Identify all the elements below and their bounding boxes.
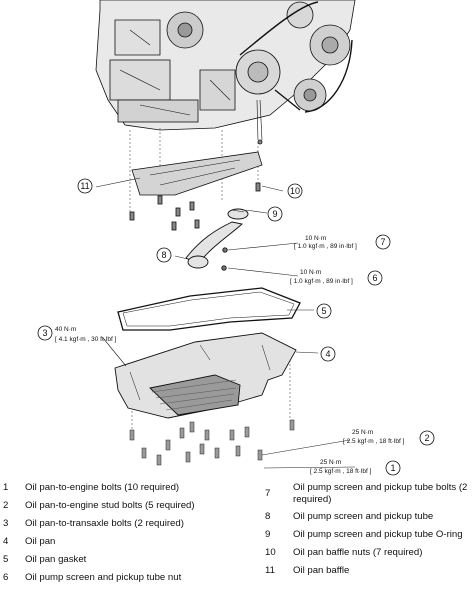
engine-block-illustration	[95, 0, 356, 145]
legend-item: 6 Oil pump screen and pickup tube nut	[3, 572, 182, 583]
callout-11: 11	[77, 178, 93, 194]
torque-1-alt: [ 2.5 kgf·m , 18 ft·lbf ]	[310, 468, 372, 475]
torque-1-value: 25 N·m	[320, 459, 341, 466]
legend-item: 5 Oil pan gasket	[3, 554, 87, 565]
legend-right-column: 7 Oil pump screen and pickup tube bolts …	[262, 482, 474, 583]
legend-item: 11 Oil pan baffle	[265, 565, 350, 576]
legend-item: 9 Oil pump screen and pickup tube O-ring	[265, 529, 463, 540]
callout-9: 9	[267, 206, 283, 222]
callout-10-label: 10	[290, 186, 300, 196]
callout-5: 5	[316, 303, 332, 319]
exploded-view-diagram: 11 10 9 8 7 6 5 4 3 2 1 10 N·m [	[37, 0, 435, 476]
legend-item: 10 Oil pan baffle nuts (7 required)	[265, 547, 423, 558]
torque-3-value: 40 N·m	[55, 326, 76, 333]
legend-item: 7 Oil pump screen and pickup tube bolts …	[265, 482, 468, 505]
callout-9-label: 9	[272, 209, 277, 219]
torque-6-value: 10 N·m	[300, 269, 321, 276]
legend-item: 2 Oil pan-to-engine stud bolts (5 requir…	[3, 500, 195, 511]
torque-3-alt: [ 4.1 kgf·m , 30 ft·lbf ]	[55, 336, 117, 343]
torque-spec-2: 25 N·m [ 2.5 kgf·m , 18 ft·lbf ]	[343, 429, 405, 445]
callout-11-label: 11	[80, 181, 89, 191]
oil-pan-baffle	[129, 151, 263, 231]
callout-1-label: 1	[390, 463, 395, 473]
callout-6: 6	[367, 270, 383, 286]
callout-4-label: 4	[325, 349, 330, 359]
callout-7: 7	[375, 234, 391, 250]
callout-2-label: 2	[424, 433, 429, 443]
callout-7-label: 7	[380, 237, 385, 247]
callout-8-label: 8	[161, 250, 166, 260]
legend-item: 4 Oil pan	[3, 536, 56, 547]
torque-2-value: 25 N·m	[352, 429, 373, 436]
oil-pan	[114, 332, 297, 419]
callout-3-label: 3	[42, 328, 47, 338]
callout-4: 4	[320, 346, 336, 362]
torque-6-alt: [ 1.0 kgf·m , 89 in·lbf ]	[290, 278, 353, 285]
legend-left-column: 1 Oil pan-to-engine bolts (10 required) …	[0, 482, 250, 590]
torque-2-alt: [ 2.5 kgf·m , 18 ft·lbf ]	[343, 438, 405, 445]
callout-1: 1	[385, 460, 401, 476]
torque-7-value: 10 N·m	[305, 235, 326, 242]
oil-pan-gasket	[117, 287, 301, 331]
legend-item: 1 Oil pan-to-engine bolts (10 required)	[3, 482, 180, 493]
callout-6-label: 6	[372, 273, 377, 283]
torque-spec-7: 10 N·m [ 1.0 kgf·m , 89 in·lbf ]	[294, 235, 357, 250]
parts-legend: 1 Oil pan-to-engine bolts (10 required) …	[0, 482, 474, 588]
torque-spec-6: 10 N·m [ 1.0 kgf·m , 89 in·lbf ]	[290, 269, 353, 285]
torque-spec-1: 25 N·m [ 2.5 kgf·m , 18 ft·lbf ]	[310, 459, 372, 475]
leader-lines	[95, 177, 356, 469]
callout-5-label: 5	[321, 306, 326, 316]
callout-3: 3	[37, 325, 53, 341]
callout-2: 2	[419, 430, 435, 446]
oil-pump-pickup-tube	[185, 208, 249, 271]
legend-item: 8 Oil pump screen and pickup tube	[265, 511, 434, 522]
callout-8: 8	[156, 247, 172, 263]
legend-item: 3 Oil pan-to-transaxle bolts (2 required…	[3, 518, 184, 529]
callout-10: 10	[287, 183, 303, 199]
torque-7-alt: [ 1.0 kgf·m , 89 in·lbf ]	[294, 243, 357, 250]
oil-pan-bolts	[129, 419, 295, 466]
torque-spec-3: 40 N·m [ 4.1 kgf·m , 30 ft·lbf ]	[55, 326, 117, 343]
